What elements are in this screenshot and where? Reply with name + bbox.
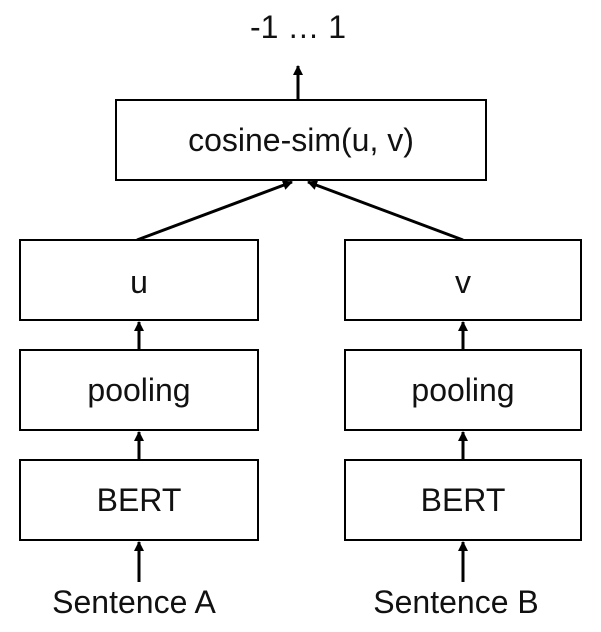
embedding-label-u: u <box>130 264 148 300</box>
bert-box-right: BERT <box>344 459 582 541</box>
left-branch: u pooling BERT Sentence A <box>19 239 259 620</box>
pooling-label-left: pooling <box>87 372 190 408</box>
bert-box-left: BERT <box>19 459 259 541</box>
embedding-label-v: v <box>455 264 471 300</box>
embedding-box-v: v <box>344 239 582 321</box>
bert-label-right: BERT <box>421 482 506 518</box>
arrow-u-to-cosine <box>136 180 293 242</box>
pooling-box-left: pooling <box>19 349 259 431</box>
pooling-box-right: pooling <box>344 349 582 431</box>
cosine-sim-box: cosine-sim(u, v) <box>115 99 487 181</box>
sentence-a-label: Sentence A <box>52 584 216 620</box>
arrow-v-to-cosine <box>307 180 464 242</box>
bert-label-left: BERT <box>97 482 182 518</box>
embedding-box-u: u <box>19 239 259 321</box>
cosine-sim-label: cosine-sim(u, v) <box>188 122 414 158</box>
pooling-label-right: pooling <box>411 372 514 408</box>
output-range-label: -1 … 1 <box>250 9 346 45</box>
right-branch: v pooling BERT Sentence B <box>344 239 582 620</box>
sentence-b-label: Sentence B <box>373 584 538 620</box>
